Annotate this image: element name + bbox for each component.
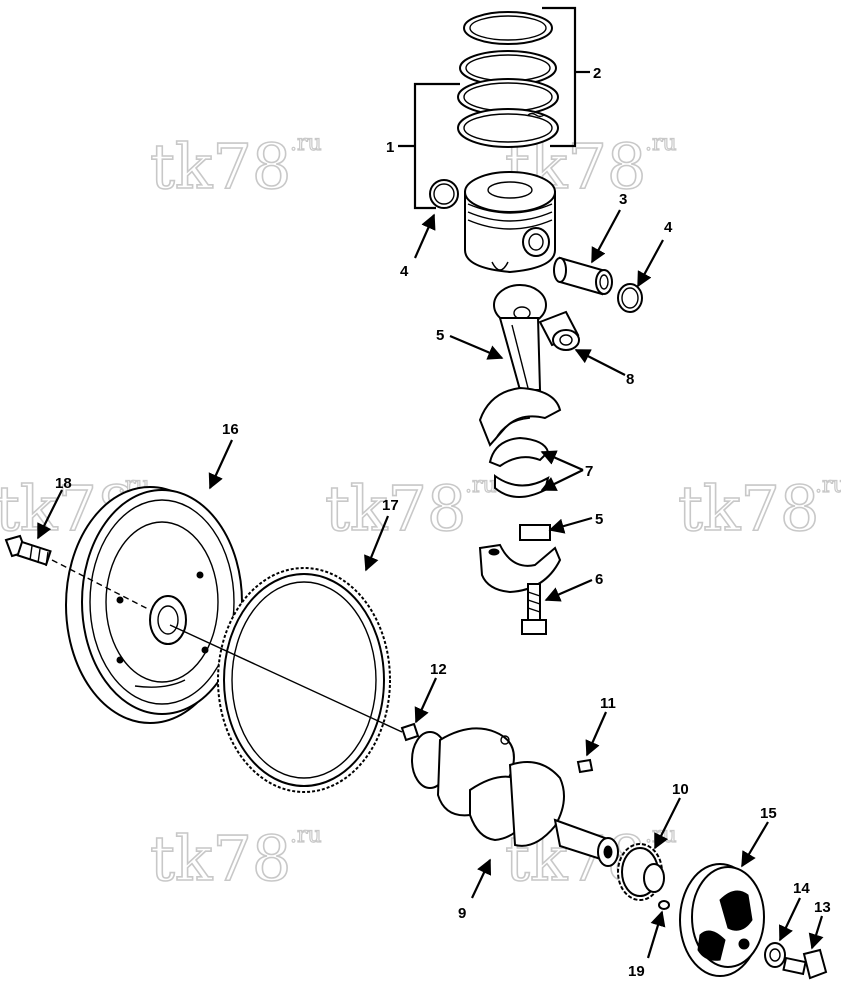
watermark-mid-center: tk78 .ru bbox=[324, 471, 497, 546]
callout-6: 6 bbox=[595, 571, 603, 588]
callout-12: 12 bbox=[430, 661, 447, 678]
leader-lines bbox=[37, 209, 824, 959]
callout-7: 7 bbox=[585, 463, 593, 480]
connecting-rod-cap bbox=[478, 524, 562, 594]
woodruff-key bbox=[576, 758, 594, 774]
callout-13: 13 bbox=[814, 899, 831, 916]
callout-labels: 1 2 3 4 4 5 5 6 7 8 9 10 11 12 13 14 15 … bbox=[55, 65, 831, 980]
callout-10: 10 bbox=[672, 781, 689, 798]
bearing-shells bbox=[488, 436, 550, 498]
callout-bracket-1 bbox=[398, 82, 460, 210]
callout-4-left: 4 bbox=[400, 263, 409, 280]
piston-pin bbox=[553, 256, 613, 296]
snap-ring-right bbox=[617, 283, 643, 313]
watermark-text: tk78 bbox=[325, 472, 466, 545]
watermark-mid-right: tk78 .ru bbox=[677, 471, 841, 546]
watermark-suffix: .ru bbox=[290, 823, 322, 848]
callout-4-right: 4 bbox=[664, 219, 673, 236]
callout-18: 18 bbox=[55, 475, 72, 492]
watermark-text: tk78 bbox=[678, 472, 819, 545]
crankshaft bbox=[411, 727, 619, 867]
connecting-rod bbox=[478, 284, 562, 447]
washer bbox=[764, 942, 786, 968]
callout-bracket-2 bbox=[542, 6, 590, 148]
dowel-pin bbox=[169, 624, 420, 742]
callout-17: 17 bbox=[382, 497, 399, 514]
small-end-bushing bbox=[538, 310, 580, 351]
pulley-bolt bbox=[782, 948, 828, 980]
watermark-bottom-left: tk78 .ru bbox=[149, 821, 322, 896]
watermark-suffix: .ru bbox=[290, 131, 322, 156]
callout-16: 16 bbox=[222, 421, 239, 438]
snap-ring-left bbox=[429, 179, 459, 209]
callout-2: 2 bbox=[593, 65, 601, 82]
watermark-suffix: .ru bbox=[815, 473, 841, 498]
callout-5-cap: 5 bbox=[595, 511, 603, 528]
callout-3: 3 bbox=[619, 191, 627, 208]
callout-19: 19 bbox=[628, 963, 645, 980]
connecting-rod-bolt bbox=[521, 583, 547, 635]
callout-14: 14 bbox=[793, 880, 810, 897]
crank-pulley bbox=[679, 863, 765, 977]
callout-8: 8 bbox=[626, 371, 634, 388]
pin-small bbox=[658, 900, 670, 910]
watermark-top-left: tk78 .ru bbox=[149, 129, 322, 204]
piston-rings bbox=[457, 11, 559, 148]
callout-9: 9 bbox=[458, 905, 466, 922]
callout-1: 1 bbox=[386, 139, 394, 156]
flywheel-bolt bbox=[4, 534, 151, 611]
watermark-suffix: .ru bbox=[465, 473, 497, 498]
callout-5-rod: 5 bbox=[436, 327, 444, 344]
watermark-text: tk78 bbox=[150, 130, 291, 203]
flywheel bbox=[65, 486, 243, 724]
piston bbox=[464, 171, 556, 274]
crankshaft-gear bbox=[617, 843, 665, 901]
callout-15: 15 bbox=[760, 805, 777, 822]
watermark-text: tk78 bbox=[150, 822, 291, 895]
callout-11: 11 bbox=[600, 695, 616, 712]
ring-gear bbox=[217, 567, 391, 793]
watermark-suffix: .ru bbox=[645, 131, 677, 156]
